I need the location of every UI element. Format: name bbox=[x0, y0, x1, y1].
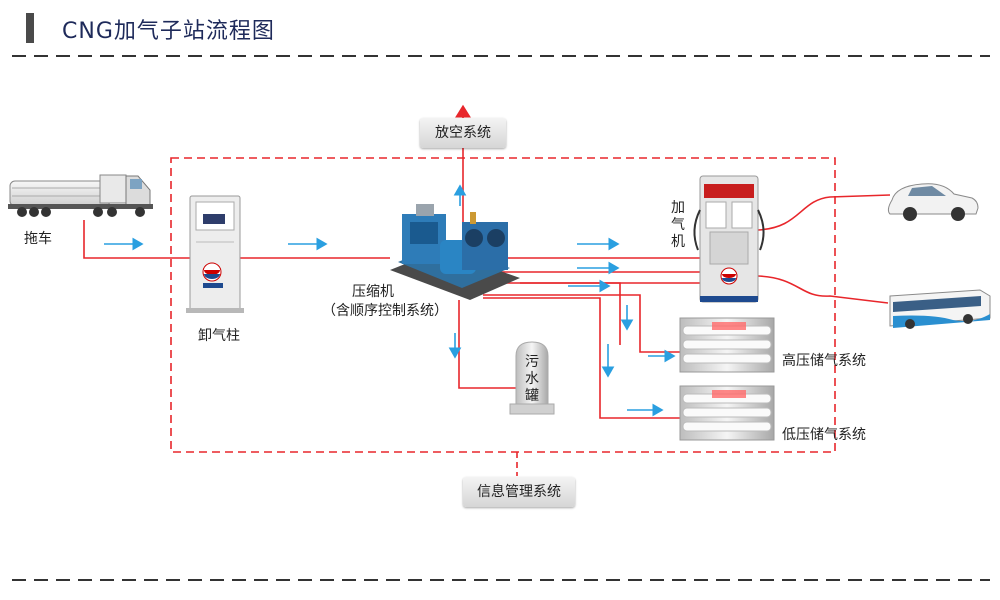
title-accent-bar bbox=[26, 13, 34, 43]
trailer-illustration bbox=[8, 174, 153, 217]
unloading-post-label: 卸气柱 bbox=[198, 328, 240, 344]
dispenser-illustration bbox=[693, 175, 765, 303]
trailer-label: 拖车 bbox=[24, 231, 52, 247]
unloading-post-illustration bbox=[186, 195, 244, 313]
info-system-box: 信息管理系统 bbox=[463, 477, 575, 507]
dispenser-label: 加气机 bbox=[671, 200, 685, 250]
low-pressure-storage-illustration bbox=[679, 385, 775, 441]
high-pressure-storage-label: 高压储气系统 bbox=[782, 353, 866, 369]
car-illustration bbox=[887, 183, 979, 221]
high-pressure-storage-illustration bbox=[679, 317, 775, 373]
pipelines bbox=[83, 104, 891, 419]
bus-illustration bbox=[889, 289, 991, 329]
sewage-tank-illustration bbox=[509, 341, 555, 415]
compressor-label: 压缩机 bbox=[352, 284, 394, 300]
page-title: CNG加气子站流程图 bbox=[62, 19, 275, 44]
low-pressure-storage-label: 低压储气系统 bbox=[782, 427, 866, 443]
compressor-sublabel: （含顺序控制系统） bbox=[322, 303, 448, 319]
vent-system-box: 放空系统 bbox=[420, 118, 506, 148]
flow-arrows bbox=[104, 184, 676, 417]
compressor-illustration bbox=[390, 204, 520, 300]
system-boundary bbox=[170, 157, 836, 453]
sewage-tank-label: 污水罐 bbox=[525, 354, 539, 404]
